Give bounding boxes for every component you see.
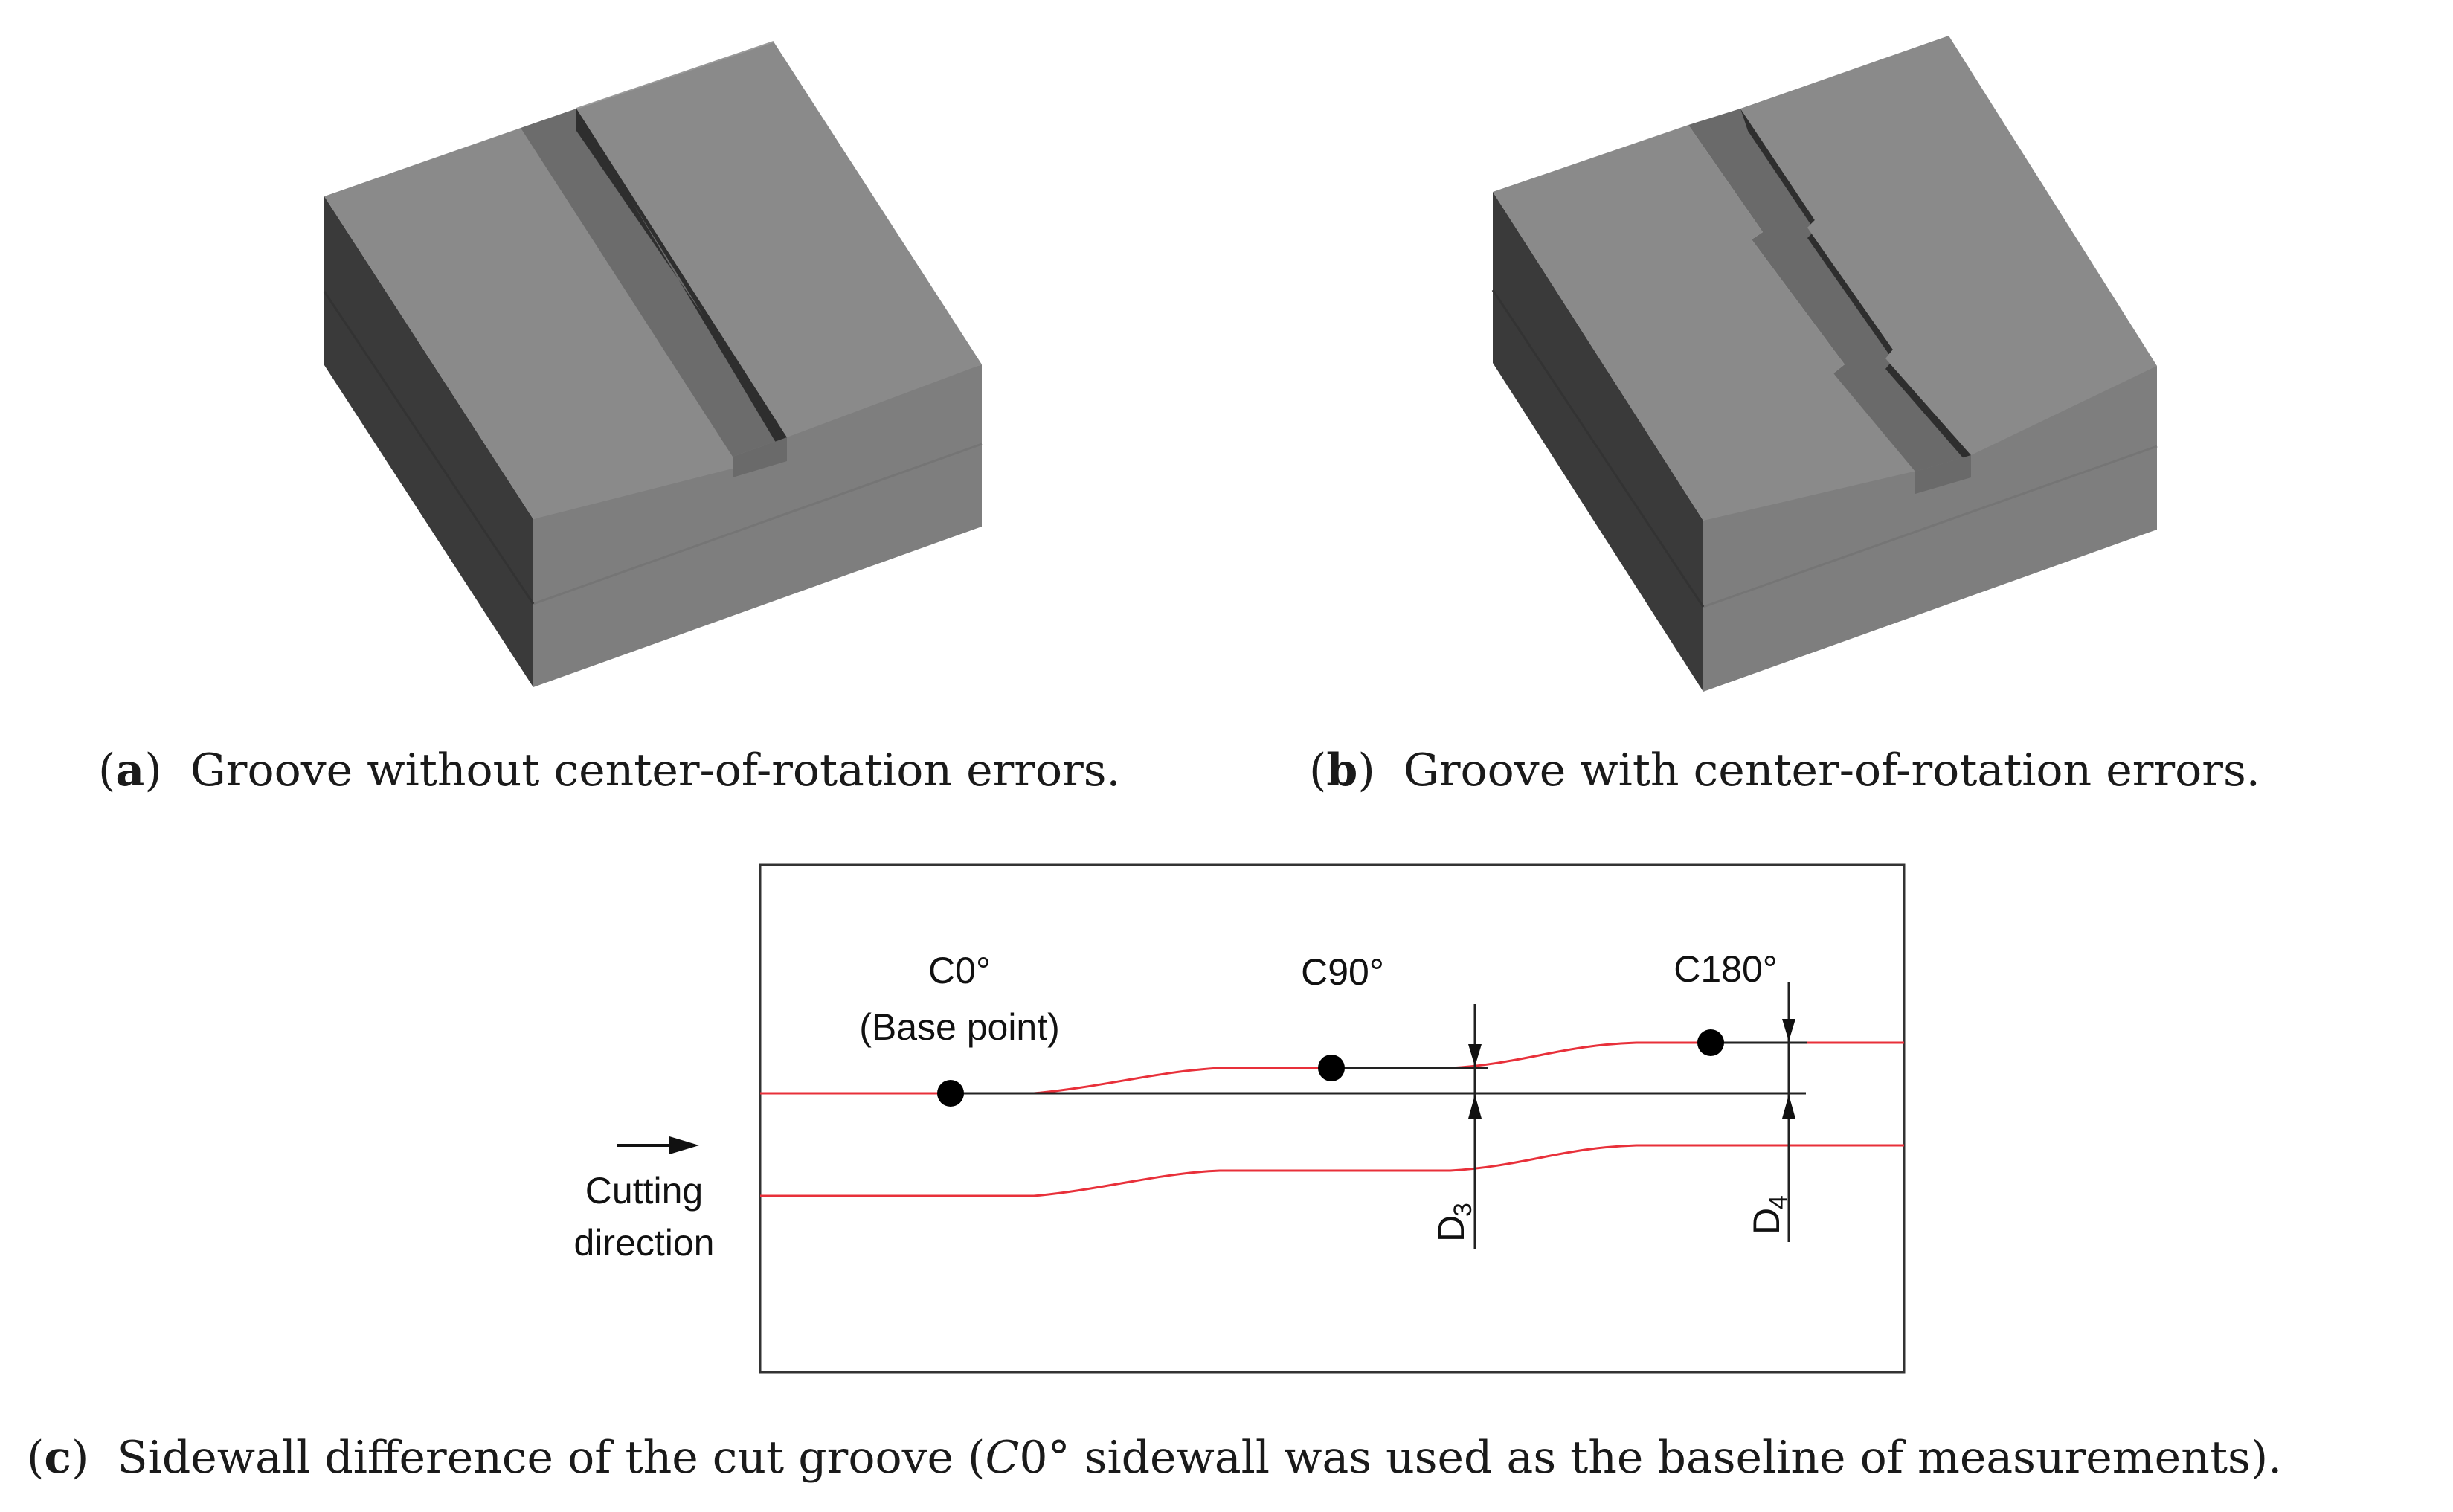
block-b-top-left xyxy=(1493,125,1926,521)
block-b-top-right xyxy=(1740,36,2157,455)
label-d4: D xyxy=(1746,1208,1787,1235)
caption-a: (a) Groove without center-of-rotation er… xyxy=(98,744,1121,797)
caption-c: (c) Sidewall difference of the cut groov… xyxy=(27,1432,2283,1484)
label-d4-subscript: 4 xyxy=(1764,1195,1793,1209)
caption-c-text-pre: Sidewall difference of the cut groove ( xyxy=(117,1432,986,1484)
block-a-groove-floor xyxy=(521,109,787,457)
point-c0 xyxy=(937,1080,964,1107)
point-c180 xyxy=(1697,1029,1724,1056)
caption-a-text: Groove without center-of-rotation errors… xyxy=(190,744,1121,797)
d4-arrow-down xyxy=(1782,1019,1795,1041)
block-a-side-face xyxy=(324,196,533,687)
caption-c-deg: 0° xyxy=(1019,1432,1070,1484)
block-b-side-face xyxy=(1493,192,1703,692)
d4-arrow-up xyxy=(1782,1095,1795,1119)
block-b-front-face xyxy=(1703,366,2157,692)
caption-b: (b) Groove with center-of-rotation error… xyxy=(1309,744,2260,797)
label-direction: direction xyxy=(574,1222,715,1264)
point-c90 xyxy=(1318,1055,1345,1081)
label-d3-subscript: 3 xyxy=(1449,1203,1477,1217)
lower-sidewall-line xyxy=(760,1144,1904,1197)
label-c0: C0° xyxy=(928,950,991,991)
label-c180: C180° xyxy=(1674,948,1778,990)
d3-arrow-up xyxy=(1468,1095,1482,1119)
block-b-groove-wall xyxy=(1740,109,1971,467)
label-base-point: (Base point) xyxy=(859,1006,1060,1048)
block-a-top-right xyxy=(576,42,982,437)
caption-c-text-post: sidewall was used as the baseline of mea… xyxy=(1070,1432,2283,1484)
cutting-arrow-head xyxy=(669,1136,699,1154)
caption-c-tag: c xyxy=(44,1432,71,1484)
label-d3: D xyxy=(1430,1215,1472,1242)
caption-c-italic: C xyxy=(985,1432,1020,1484)
label-c90: C90° xyxy=(1301,951,1384,993)
caption-b-tag: b xyxy=(1326,744,1358,797)
d3-arrow-down xyxy=(1468,1044,1482,1067)
block-a-front-face xyxy=(533,364,982,687)
block-a-top-left xyxy=(324,128,774,519)
caption-b-text: Groove with center-of-rotation errors. xyxy=(1403,744,2260,797)
caption-a-tag: a xyxy=(115,744,145,797)
diagram-frame xyxy=(759,863,1906,1374)
label-cutting: Cutting xyxy=(585,1170,703,1212)
